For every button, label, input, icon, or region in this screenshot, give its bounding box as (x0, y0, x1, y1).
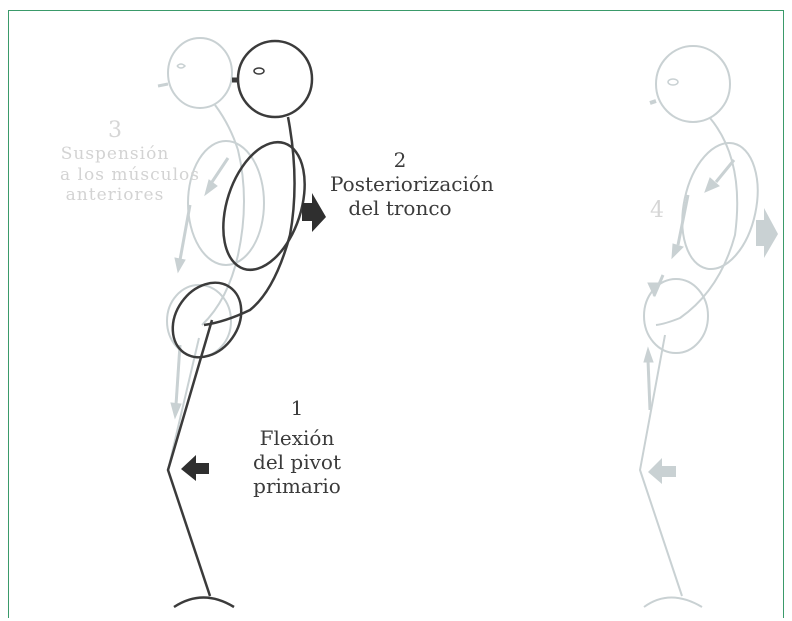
dark-head (238, 41, 312, 117)
step3-label: 3 Suspensión a los músculos anteriores (60, 118, 170, 206)
pale-arrowhead-thigh-right (644, 348, 653, 362)
step2-line1: Posteriorización (330, 172, 470, 196)
step3-line1: Suspensión (60, 144, 170, 164)
dark-eye (254, 68, 264, 74)
dark-foot (174, 598, 234, 608)
pale-arrow-trunk-left (210, 158, 228, 185)
pale-arrow-knee-right (648, 458, 676, 484)
step2-number: 2 (330, 148, 470, 172)
pale-arrow-trunk-back-right (756, 208, 778, 258)
dark-figure (159, 41, 320, 607)
pale-head-left (168, 38, 232, 108)
step1-line2: del pivot (237, 450, 357, 474)
pale-arrow-thigh-left (176, 345, 180, 405)
dark-spine (204, 117, 295, 325)
pale-arrowhead-back-right (672, 244, 683, 258)
pale-arrow-thigh-right (648, 360, 650, 410)
pale-head-right (656, 46, 730, 122)
pale-arrowhead-trunk-left (205, 180, 217, 195)
pale-arrows-left (171, 158, 228, 418)
step1-line3: primario (237, 474, 357, 498)
pale-eye-left (177, 64, 185, 68)
pale-nose-right (650, 101, 656, 103)
step4-label: 4 (645, 198, 669, 224)
pale-figure-right (640, 46, 769, 607)
step1-label: 1 Flexión del pivot primario (237, 396, 357, 498)
step1-number: 1 (237, 396, 357, 420)
step3-number: 3 (60, 118, 170, 144)
step2-line2: del tronco (330, 196, 470, 220)
dark-arrow-knee (181, 455, 209, 481)
pale-arrowhead-thigh-left (171, 403, 181, 418)
dark-arrow-trunk (302, 193, 326, 232)
pale-foot-right (644, 598, 702, 608)
pale-arrowhead-back-left (175, 258, 185, 272)
pale-eye-right (668, 79, 678, 85)
step2-label: 2 Posteriorización del tronco (330, 148, 470, 220)
step3-line2: a los músculos (60, 165, 170, 185)
step1-line1: Flexión (237, 426, 357, 450)
pale-arrow-trunk-right (716, 160, 734, 182)
dark-leg (168, 320, 212, 596)
step3-line3: anteriores (60, 185, 170, 205)
pale-nose-left (158, 84, 168, 86)
pale-arrow-back-left (180, 205, 190, 260)
step4-number: 4 (645, 198, 669, 224)
